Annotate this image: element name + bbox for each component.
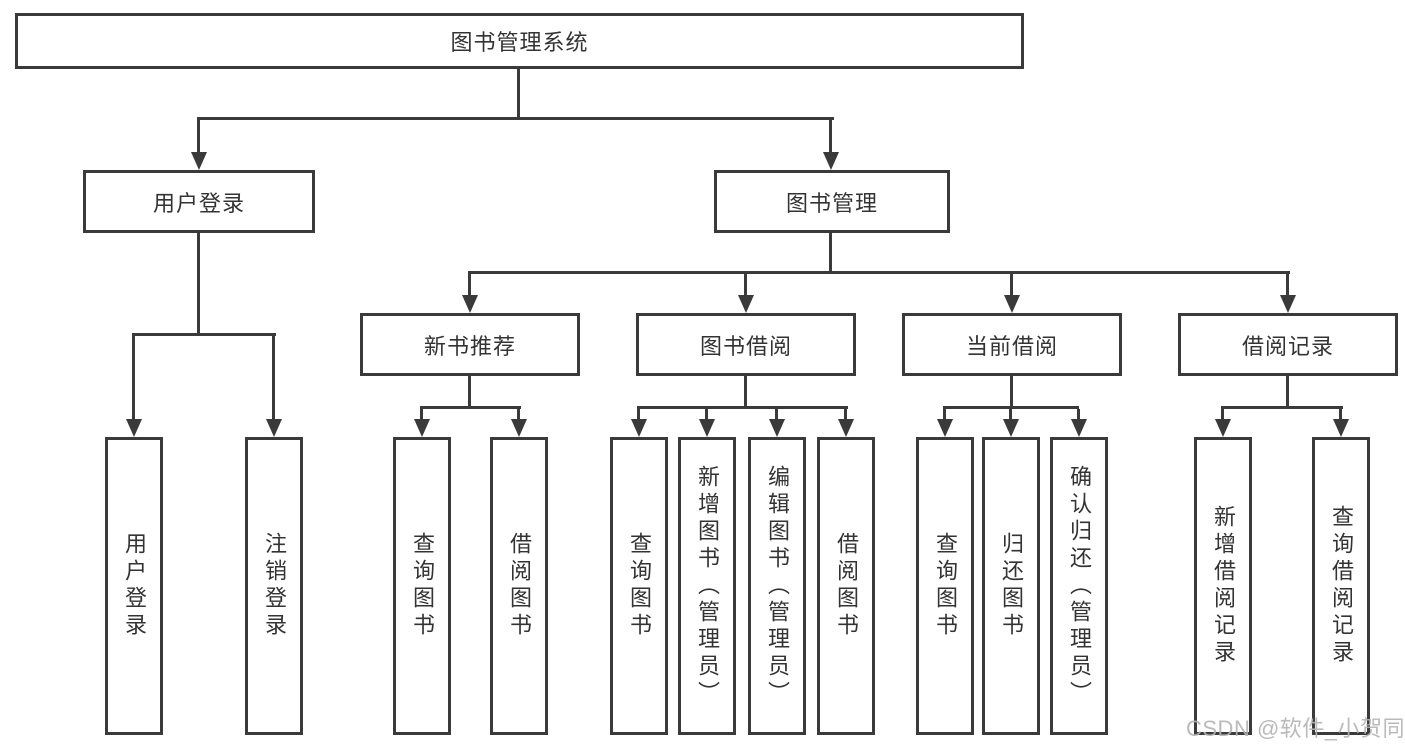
connector-drop	[1221, 409, 1224, 419]
connector-book-borrow-rail	[637, 406, 848, 409]
arrow-down-icon	[266, 419, 282, 437]
leaf-query-borrow-record-label: 查询借阅记录	[1329, 505, 1354, 667]
leaf-query-books-current: 查询图书	[916, 437, 974, 735]
node-book-borrow-label: 图书借阅	[699, 333, 792, 359]
csdn-watermark: CSDN @软件_小贺同学	[1186, 716, 1405, 741]
arrow-down-icon	[511, 419, 527, 437]
node-library-system: 图书管理系统	[15, 13, 1024, 69]
leaf-query-books-borrow: 查询图书	[610, 437, 668, 735]
connector-current-borrow-stub	[1010, 376, 1013, 409]
leaf-borrow-books-label: 借阅图书	[834, 532, 859, 640]
connector-drop	[943, 409, 946, 419]
arrow-down-icon	[126, 419, 142, 437]
connector-drop	[1077, 409, 1080, 419]
leaf-query-books-current-label: 查询图书	[933, 532, 958, 640]
arrow-down-icon	[1280, 295, 1296, 313]
connector-drop-leaf-logout	[272, 335, 275, 420]
arrow-down-icon	[414, 419, 430, 437]
connector-current-borrow-rail	[943, 406, 1079, 409]
leaf-query-books-recommend: 查询图书	[393, 437, 451, 735]
connector-drop	[517, 409, 520, 419]
leaf-add-borrow-record: 新增借阅记录	[1194, 437, 1252, 735]
connector-drop	[844, 409, 847, 419]
leaf-borrow-books-recommend-label: 借阅图书	[507, 532, 532, 640]
node-book-management: 图书管理	[714, 170, 950, 233]
node-user-login: 用户登录	[83, 170, 315, 233]
connector-borrow-records-rail	[1221, 406, 1343, 409]
leaf-logout: 注销登录	[245, 437, 303, 735]
node-library-system-label: 图书管理系统	[450, 30, 589, 55]
node-current-borrow: 当前借阅	[902, 313, 1122, 376]
connector-user-login-stub	[197, 233, 200, 334]
leaf-user-login-label: 用户登录	[122, 532, 147, 640]
arrow-down-icon	[838, 419, 854, 437]
node-user-login-label: 用户登录	[152, 190, 245, 216]
leaf-confirm-return-admin-label: 确认归还（管理员）	[1067, 464, 1092, 708]
connector-drop-user-login	[197, 119, 200, 153]
connector-drop	[420, 409, 423, 419]
node-borrow-records-label: 借阅记录	[1241, 333, 1334, 359]
leaf-query-borrow-record: 查询借阅记录	[1312, 437, 1370, 735]
connector-drop-leaf-user-login	[132, 335, 135, 420]
connector-drop-new-book	[468, 273, 471, 296]
leaf-borrow-books-recommend: 借阅图书	[490, 437, 548, 735]
connector-borrow-records-stub	[1286, 376, 1289, 409]
connector-book-management-rail	[468, 271, 1290, 274]
connector-new-book-rail	[420, 406, 521, 409]
arrow-down-icon	[631, 419, 647, 437]
node-current-borrow-label: 当前借阅	[965, 333, 1058, 359]
connector-drop-book-management	[829, 119, 832, 153]
leaf-logout-label: 注销登录	[262, 532, 287, 640]
leaf-edit-books-admin-label: 编辑图书（管理员）	[765, 464, 790, 708]
leaf-edit-books-admin: 编辑图书（管理员）	[748, 437, 806, 735]
arrow-down-icon	[738, 295, 754, 313]
arrow-down-icon	[191, 152, 207, 170]
arrow-down-icon	[1333, 419, 1349, 437]
arrow-down-icon	[769, 419, 785, 437]
arrow-down-icon	[823, 152, 839, 170]
connector-root-stub	[517, 69, 520, 119]
connector-drop	[637, 409, 640, 419]
connector-drop	[1339, 409, 1342, 419]
node-new-book-recommend: 新书推荐	[360, 313, 580, 376]
connector-book-borrow-stub	[744, 376, 747, 409]
connector-drop	[705, 409, 708, 419]
leaf-user-login: 用户登录	[105, 437, 163, 735]
leaf-query-books-borrow-label: 查询图书	[627, 532, 652, 640]
leaf-add-borrow-record-label: 新增借阅记录	[1211, 505, 1236, 667]
leaf-return-books: 归还图书	[982, 437, 1040, 735]
node-new-book-recommend-label: 新书推荐	[423, 333, 516, 359]
arrow-down-icon	[1004, 295, 1020, 313]
node-book-borrow: 图书借阅	[636, 313, 856, 376]
connector-drop-book-borrow	[744, 273, 747, 296]
connector-drop-borrow-records	[1286, 273, 1289, 296]
arrow-down-icon	[937, 419, 953, 437]
node-borrow-records: 借阅记录	[1178, 313, 1398, 376]
connector-book-management-stub	[829, 233, 832, 273]
arrow-down-icon	[1003, 419, 1019, 437]
leaf-query-books-recommend-label: 查询图书	[410, 532, 435, 640]
arrow-down-icon	[699, 419, 715, 437]
node-book-management-label: 图书管理	[785, 190, 878, 216]
leaf-add-books-admin: 新增图书（管理员）	[678, 437, 736, 735]
arrow-down-icon	[462, 295, 478, 313]
connector-user-login-rail	[132, 333, 276, 336]
leaf-add-books-admin-label: 新增图书（管理员）	[695, 464, 720, 708]
leaf-confirm-return-admin: 确认归还（管理员）	[1050, 437, 1108, 735]
arrow-down-icon	[1215, 419, 1231, 437]
arrow-down-icon	[1071, 419, 1087, 437]
connector-drop	[775, 409, 778, 419]
connector-new-book-stub	[468, 376, 471, 409]
connector-drop-current-borrow	[1010, 273, 1013, 296]
connector-drop	[1009, 409, 1012, 419]
connector-root-rail	[197, 117, 834, 120]
leaf-borrow-books: 借阅图书	[817, 437, 875, 735]
leaf-return-books-label: 归还图书	[999, 532, 1024, 640]
